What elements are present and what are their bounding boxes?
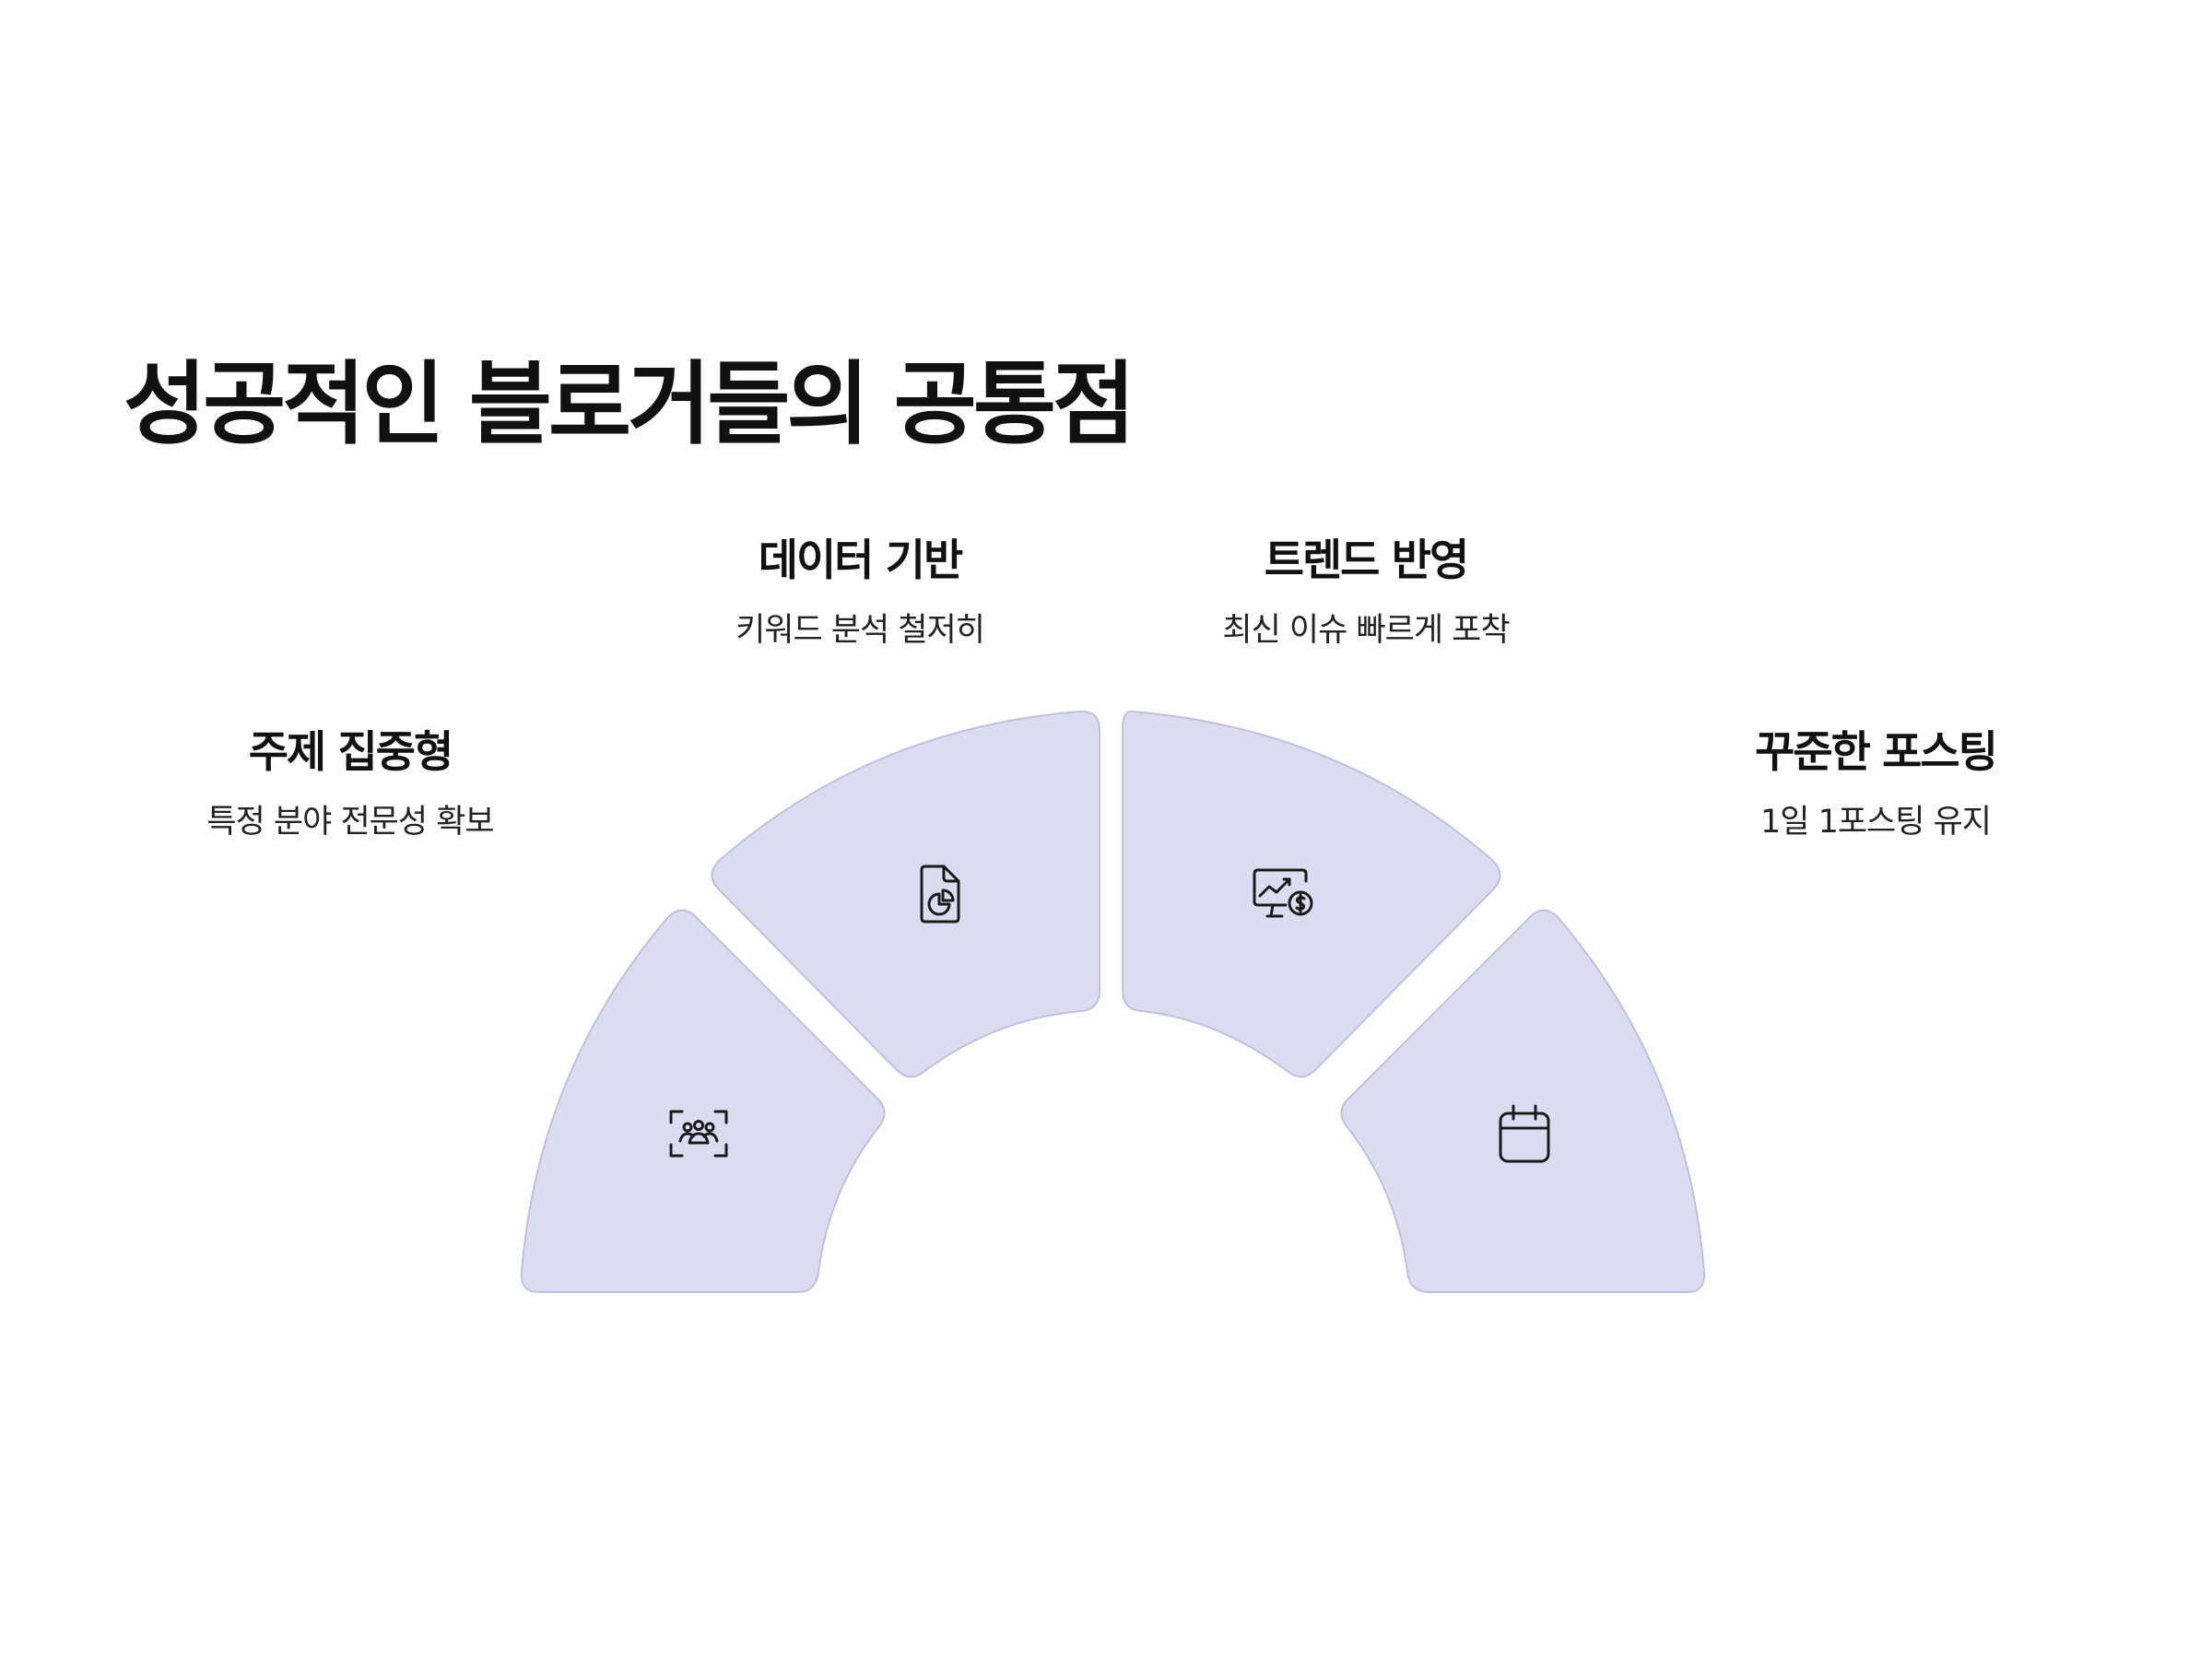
document-chart-icon (920, 865, 960, 924)
item-description: 최신 이슈 빠르게 포착 (1222, 612, 1510, 650)
page-title: 성공적인 블로거들의 공통점 (124, 352, 1135, 457)
item-label-data-driven: 데이터 기반 키워드 분석 철저히 (620, 535, 1100, 650)
item-label-topic-focus: 주제 집중형 특정 분야 전문성 확보 (111, 727, 590, 841)
segment-consistency (1340, 909, 1706, 1293)
item-label-trend: 트렌드 반영 최신 이슈 빠르게 포착 (1126, 535, 1606, 650)
segment-data-driven (711, 710, 1100, 1078)
item-title: 데이터 기반 (758, 535, 964, 586)
item-description: 특정 분야 전문성 확보 (206, 804, 494, 841)
trend-monitor-icon (1253, 868, 1313, 918)
item-title: 주제 집중형 (248, 727, 454, 778)
item-description: 키워드 분석 철저히 (735, 612, 985, 650)
calendar-icon (1499, 1104, 1550, 1163)
item-title: 꾸준한 포스팅 (1755, 727, 1998, 778)
people-focus-icon (669, 1110, 728, 1158)
segment-topic-focus (520, 909, 886, 1293)
item-title: 트렌드 반영 (1264, 535, 1470, 586)
item-label-consistency: 꾸준한 포스팅 1일 1포스팅 유지 (1636, 727, 2115, 841)
segment-trend (1122, 710, 1501, 1078)
item-description: 1일 1포스팅 유지 (1760, 804, 1992, 841)
